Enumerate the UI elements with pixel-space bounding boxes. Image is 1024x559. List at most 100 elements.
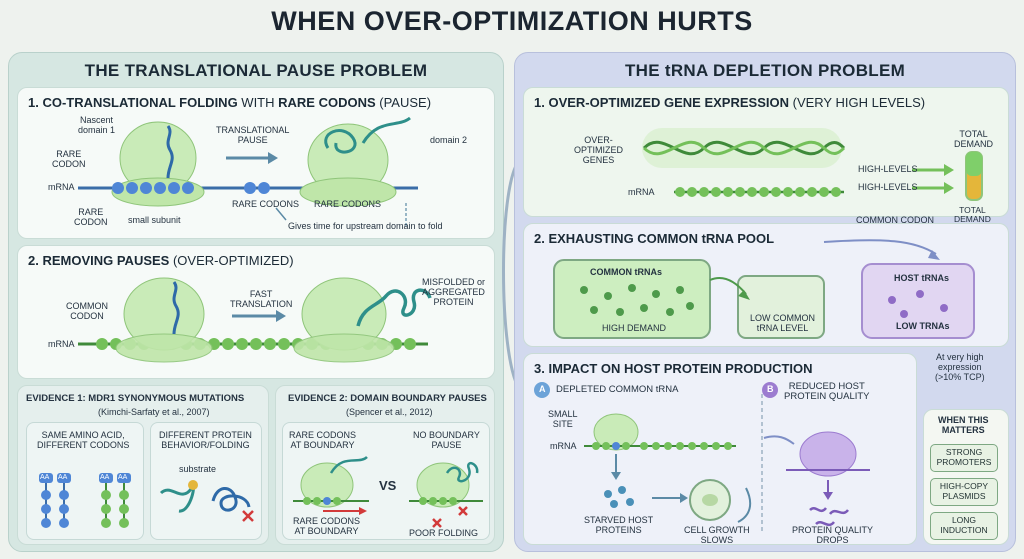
rare-at-boundary-top: RARE CODONS AT BOUNDARY (289, 430, 357, 450)
evidence2-card: EVIDENCE 2: DOMAIN BOUNDARY PAUSES (Spen… (275, 385, 495, 545)
evidence2-cite: (Spencer et al., 2012) (346, 407, 433, 417)
exhausting-trna-card: 2. EXHAUSTING COMMON tRNA POOL COMMON tR… (523, 223, 1009, 347)
high-copy-plasmids-tag: HIGH-COPY PLASMIDS (930, 478, 998, 506)
rare-codons-label-1: RARE CODONS (232, 199, 300, 209)
rare-codon-label-bottom: RARE CODON (74, 207, 108, 227)
right-panel-title: THE tRNA DEPLETION PROBLEM (624, 61, 906, 80)
evidence1-title: EVIDENCE 1: MDR1 SYNONYMOUS MUTATIONS (26, 393, 245, 404)
no-boundary-pause-label: NO BOUNDARY PAUSE (413, 430, 480, 450)
common-trnas-label: COMMON tRNAs (590, 267, 662, 277)
starved-proteins (604, 486, 634, 508)
substrate-label: substrate (179, 464, 217, 474)
host-impact-card: 3. IMPACT ON HOST PROTEIN PRODUCTION (523, 353, 917, 545)
different-behavior-label: DIFFERENT PROTEIN BEHAVIOR/FOLDING (159, 430, 252, 450)
same-aa-label: SAME AMINO ACID, DIFFERENT CODONS (37, 430, 130, 450)
nascent-chain (166, 125, 174, 179)
aa-label-2: AA (58, 474, 68, 481)
fast-translation-label: FAST TRANSLATION (230, 289, 293, 309)
small-site-label: SMALL SITE (548, 409, 578, 429)
boundary-diagram (293, 455, 483, 528)
host-trna-molecules (888, 290, 948, 318)
trna-pool-diagram (553, 239, 975, 339)
different-behavior-box: DIFFERENT PROTEIN BEHAVIOR/FOLDING subst… (150, 422, 262, 540)
nascent-domain-label: Nascent domain 1 (78, 115, 116, 135)
common-codon-beads-right (675, 187, 841, 197)
b-badge: B (767, 384, 774, 394)
evidence1-cite: (Kimchi-Sarfaty et al., 2007) (98, 407, 210, 417)
domain2-label: domain 2 (430, 135, 468, 145)
a-badge-bg (534, 382, 550, 398)
vs-label: VS (379, 478, 397, 493)
common-trna-tank (553, 259, 711, 339)
right-section1-title: 1. OVER-OPTIMIZED GENE EXPRESSION (VERY … (534, 95, 926, 110)
gene-expression-diagram (642, 128, 983, 201)
mrna-label-2: mRNA (48, 339, 75, 349)
same-amino-acid-box: SAME AMINO ACID, DIFFERENT CODONS (26, 422, 144, 540)
page-title: WHEN OVER-OPTIMIZATION HURTS (271, 6, 753, 36)
section2-title: 2. REMOVING PAUSES (OVER-OPTIMIZED) (28, 253, 294, 268)
host-trna-tank (861, 263, 975, 339)
misfolded-chain (356, 288, 432, 327)
growth-slows-label: CELL GROWTH SLOWS (684, 525, 750, 545)
common-codon-label: COMMON CODON (66, 301, 108, 321)
small-subunit-label: small subunit (128, 215, 181, 225)
b-badge-bg (762, 382, 778, 398)
over-optimized-expression-card: 1. OVER-OPTIMIZED GENE EXPRESSION (VERY … (523, 87, 1009, 225)
removing-pauses-diagram (78, 277, 432, 363)
gives-time-label: Gives time for upstream domain to fold (288, 221, 443, 231)
mrna-impact-label: mRNA (550, 441, 577, 451)
aa-label-4: AA (118, 474, 128, 481)
misfolded-label: MISFOLDED or AGGREGATED PROTEIN (422, 277, 486, 307)
left-panel-title: THE TRANSLATIONAL PAUSE PROBLEM (84, 61, 428, 80)
a-label: DEPLETED COMMON tRNA (556, 384, 679, 395)
folded-domain (324, 129, 357, 154)
mrna-label: mRNA (48, 182, 75, 192)
domain2-chain (361, 116, 411, 144)
host-impact-diagram (534, 382, 870, 534)
high-levels-1: HIGH-LEVELS (858, 164, 918, 174)
high-demand-label: HIGH DEMAND (602, 323, 667, 333)
translational-pause-label: TRANSLATIONAL PAUSE (216, 125, 290, 145)
right-section2-title: 2. EXHAUSTING COMMON tRNA POOL (534, 231, 775, 246)
low-common-label: LOW COMMON tRNA LEVEL (750, 313, 815, 333)
section1-title: 1. CO-TRANSLATIONAL FOLDING WITH RARE CO… (28, 95, 432, 110)
removing-pauses-card: 2. REMOVING PAUSES (OVER-OPTIMIZED) (17, 245, 495, 379)
right-section3-title: 3. IMPACT ON HOST PROTEIN PRODUCTION (534, 361, 813, 376)
evidence2-title: EVIDENCE 2: DOMAIN BOUNDARY PAUSES (288, 393, 487, 404)
host-trnas-label: HOST tRNAs (894, 273, 950, 283)
aa-badges-green (99, 473, 131, 528)
quality-drops-label: PROTEIN QUALITY DROPS (792, 525, 874, 545)
strong-promoters-tag: STRONG PROMOTERS (930, 444, 998, 472)
high-expression-note: At very high expression (>10% TCP) (935, 352, 985, 382)
aa-label-3: AA (100, 474, 110, 481)
boundary-pause-box: RARE CODONS AT BOUNDARY NO BOUNDARY PAUS… (282, 422, 490, 540)
evidence1-card: EVIDENCE 1: MDR1 SYNONYMOUS MUTATIONS (K… (17, 385, 269, 545)
low-trnas-label: LOW TRNAs (896, 321, 950, 331)
cotranslational-folding-card: 1. CO-TRANSLATIONAL FOLDING WITH RARE CO… (17, 87, 495, 239)
dna-helix (642, 140, 846, 156)
starved-label: STARVED HOST PROTEINS (584, 515, 654, 535)
a-badge: A (539, 384, 546, 394)
translational-pause-panel: THE TRANSLATIONAL PAUSE PROBLEM 1. CO-TR… (8, 52, 504, 552)
poor-folding-label: POOR FOLDING (409, 528, 479, 538)
common-codon-right-label: COMMON CODON (856, 215, 934, 225)
common-trna-molecules (580, 284, 694, 316)
panel-connector-arrow (502, 158, 522, 391)
rare-codon-label-top: RARE CODON (52, 149, 86, 169)
total-demand-top: TOTAL DEMAND (954, 129, 994, 149)
over-optimized-genes-label: OVER- OPTIMIZED GENES (574, 135, 623, 165)
high-levels-2: HIGH-LEVELS (858, 182, 918, 192)
long-induction-tag: LONG INDUCTION (930, 512, 998, 540)
damaged-proteins (809, 507, 849, 527)
total-demand-bottom: TOTAL DEMAND (954, 205, 991, 225)
trna-depletion-panel: THE tRNA DEPLETION PROBLEM 1. OVER-OPTIM… (514, 52, 1016, 552)
rare-at-boundary-bottom: RARE CODONS AT BOUNDARY (293, 516, 361, 536)
same-aa-diagram (39, 473, 131, 528)
cotranslational-diagram (78, 116, 418, 228)
aa-label-1: AA (40, 474, 50, 481)
rare-codons-label-2: RARE CODONS (314, 199, 382, 209)
aa-badges-blue (39, 473, 71, 528)
matters-title: WHEN THIS MATTERS (938, 415, 989, 435)
protein-folding-diagram (159, 480, 254, 522)
low-common-tank (737, 275, 825, 339)
